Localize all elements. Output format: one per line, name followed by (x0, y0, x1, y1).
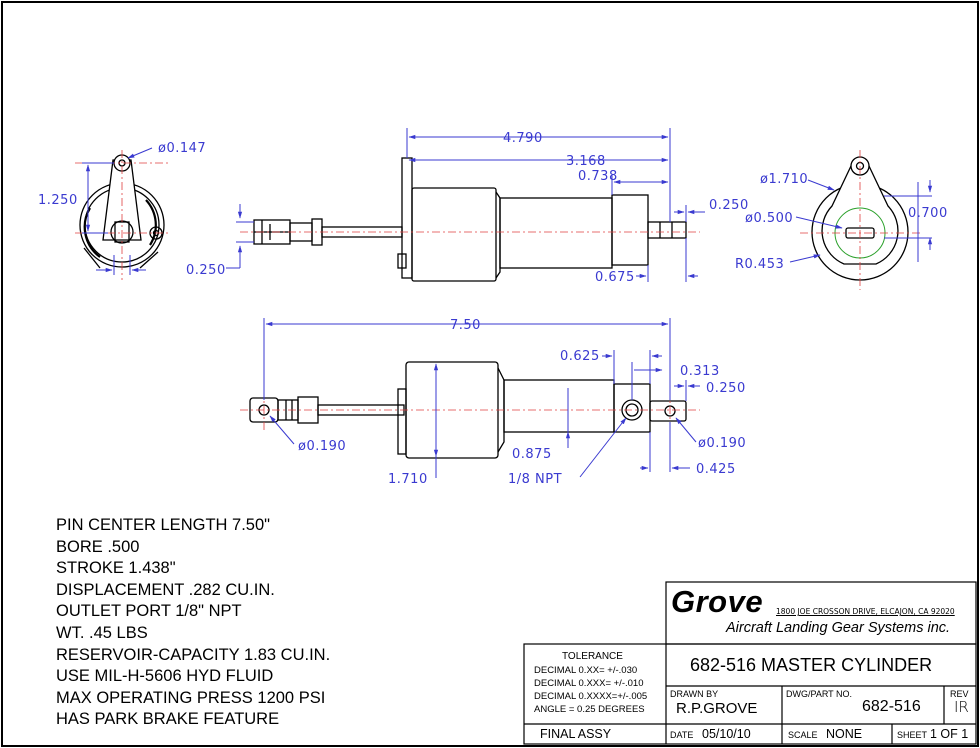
spec-line: RESERVOIR-CAPACITY 1.83 CU.IN. (56, 645, 331, 664)
dim-bottom-625: 0.625 (560, 349, 600, 364)
dim-top-d1: 3.168 (566, 154, 606, 169)
tolerance-line: ANGLE = 0.25 DEGREES (534, 704, 645, 715)
drawing-title: 682-516 MASTER CYLINDER (690, 655, 933, 675)
scale-label: SCALE (788, 730, 818, 740)
dims-right-view (789, 179, 933, 263)
tolerance-header: TOLERANCE (562, 651, 623, 662)
dim-bottom-875: 0.875 (512, 447, 552, 462)
dim-top-d2: 0.738 (578, 169, 618, 184)
spec-line: HAS PARK BRAKE FEATURE (56, 710, 280, 729)
spec-line: BORE .500 (56, 537, 140, 556)
side-view-top (253, 157, 687, 282)
date: 05/10/10 (702, 727, 751, 741)
dim-left-width: 0.250 (186, 263, 226, 278)
dim-bottom-425: 0.425 (696, 462, 736, 477)
dims-bottom-view (263, 318, 700, 478)
dim-left-pin-dia: ø0.147 (158, 141, 206, 156)
dim-right-dia2: ø0.500 (745, 211, 793, 226)
rev-label: REV (950, 689, 969, 699)
dim-bottom-overall: 7.50 (450, 318, 481, 333)
final-assy: FINAL ASSY (540, 727, 612, 741)
drawn-by-label: DRAWN BY (670, 689, 719, 699)
part-no-label: DWG/PART NO. (786, 689, 853, 699)
spec-line: PIN CENTER LENGTH 7.50" (56, 516, 270, 534)
spec-line: USE MIL-H-5606 HYD FLUID (56, 667, 274, 686)
dim-bottom-250: 0.250 (706, 381, 746, 396)
date-label: DATE (670, 730, 694, 740)
spec-line: MAX OPERATING PRESS 1200 PSI (56, 688, 326, 707)
dim-top-d4: 0.675 (595, 270, 635, 285)
dim-left-height: 1.250 (38, 193, 78, 208)
rev: IR (954, 698, 969, 716)
dim-top-d3: 0.250 (709, 198, 749, 213)
title-block (523, 581, 977, 745)
sheet: 1 OF 1 (930, 727, 969, 741)
spec-line: STROKE 1.438" (56, 559, 176, 578)
company-address: 1800 JOE CROSSON DRIVE, ELCAJON, CA 9202… (776, 607, 955, 616)
dim-right-dia1: ø1.710 (760, 172, 808, 187)
dims-left-view (82, 147, 153, 275)
spec-notes: PIN CENTER LENGTH 7.50" BORE .500 STROKE… (56, 515, 330, 731)
dim-bottom-pin-dia-right: ø0.190 (698, 436, 746, 451)
dim-right-radius: R0.453 (735, 257, 784, 272)
tolerance-line: DECIMAL 0.XXXX=+/-.005 (534, 691, 648, 702)
dim-bottom-pin-dia-left: ø0.190 (298, 439, 346, 454)
dim-bottom-313: 0.313 (680, 364, 720, 379)
company-logo: Grove (671, 584, 764, 619)
spec-line: WT. .45 LBS (56, 623, 148, 642)
drawn-by: R.P.GROVE (676, 700, 758, 717)
sheet-label: SHEET (897, 730, 928, 740)
dims-top-view (226, 128, 705, 282)
dim-top-overall: 4.790 (503, 131, 543, 146)
spec-line: DISPLACEMENT .282 CU.IN. (56, 580, 275, 599)
company-name: Aircraft Landing Gear Systems inc. (726, 620, 951, 636)
part-no: 682-516 (862, 698, 921, 715)
tolerance-line: DECIMAL 0.XXX= +/-.010 (534, 678, 644, 689)
dim-bottom-port: 1/8 NPT (508, 472, 562, 487)
tolerance-line: DECIMAL 0.XX= +/-.030 (534, 665, 638, 676)
scale: NONE (826, 727, 863, 741)
dim-right-width: 0.700 (908, 206, 948, 221)
spec-line: OUTLET PORT 1/8" NPT (56, 602, 242, 621)
dim-bottom-body-dia: 1.710 (388, 472, 428, 487)
